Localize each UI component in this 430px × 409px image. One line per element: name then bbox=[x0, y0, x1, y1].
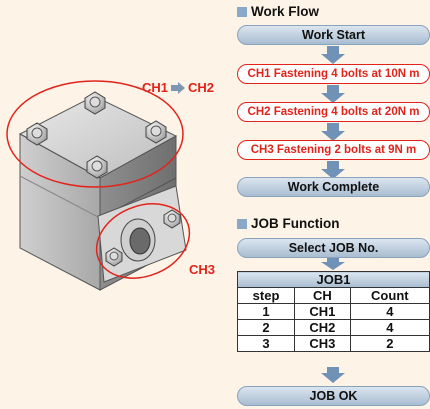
job-function-title-text: JOB Function bbox=[251, 216, 340, 231]
work-flow-title-text: Work Flow bbox=[251, 4, 320, 19]
table-cell: 4 bbox=[349, 319, 430, 336]
job-function-title: JOB Function bbox=[237, 216, 340, 231]
side-bolts bbox=[105, 209, 181, 267]
work-flow-title: Work Flow bbox=[237, 4, 319, 19]
table-cell: 2 bbox=[349, 335, 430, 352]
table-row: 1 CH1 4 bbox=[236, 303, 430, 320]
table-cell: CH2 bbox=[294, 319, 351, 336]
square-bullet-icon bbox=[237, 6, 247, 17]
flow-step-work-start: Work Start bbox=[237, 25, 430, 45]
ch2-label: CH2 bbox=[188, 80, 215, 95]
table-cell: 2 bbox=[236, 319, 296, 336]
table-cell: CH3 bbox=[294, 335, 351, 352]
select-job-button[interactable]: Select JOB No. bbox=[237, 238, 430, 258]
table-cell: CH1 bbox=[294, 303, 351, 320]
table-cell: 4 bbox=[349, 303, 430, 320]
flow-step-work-complete: Work Complete bbox=[237, 177, 430, 197]
workpiece-illustration bbox=[6, 80, 191, 291]
top-bolts bbox=[26, 91, 167, 179]
flow-step-ch3: CH3 Fastening 2 bolts at 9N m bbox=[237, 140, 430, 160]
column-header-count: Count bbox=[349, 287, 430, 304]
column-header-ch: CH bbox=[294, 287, 351, 304]
pipe-port-inner bbox=[129, 227, 151, 255]
job-table-title: JOB1 bbox=[237, 271, 430, 288]
flow-step-ch1: CH1 Fastening 4 bolts at 10N m bbox=[237, 64, 430, 84]
column-header-step: step bbox=[236, 287, 296, 304]
table-cell: 3 bbox=[236, 335, 296, 352]
table-row: 2 CH2 4 bbox=[236, 319, 430, 336]
flow-step-ch2: CH2 Fastening 4 bolts at 20N m bbox=[237, 102, 430, 122]
ch1-label-wrap: CH1 CH2 bbox=[142, 80, 214, 95]
ch1-ch2-highlight bbox=[6, 80, 184, 188]
table-row: 3 CH3 2 bbox=[236, 335, 430, 352]
job-ok-status: JOB OK bbox=[237, 386, 430, 406]
arrow-right-icon bbox=[171, 81, 186, 94]
square-bullet-icon bbox=[237, 218, 247, 229]
job-table: JOB1 step CH Count 1 CH1 4 2 CH2 4 3 CH3… bbox=[236, 271, 430, 352]
ch3-highlight bbox=[95, 203, 191, 279]
ch1-label: CH1 bbox=[142, 80, 169, 95]
table-cell: 1 bbox=[236, 303, 296, 320]
ch3-label: CH3 bbox=[189, 262, 216, 277]
